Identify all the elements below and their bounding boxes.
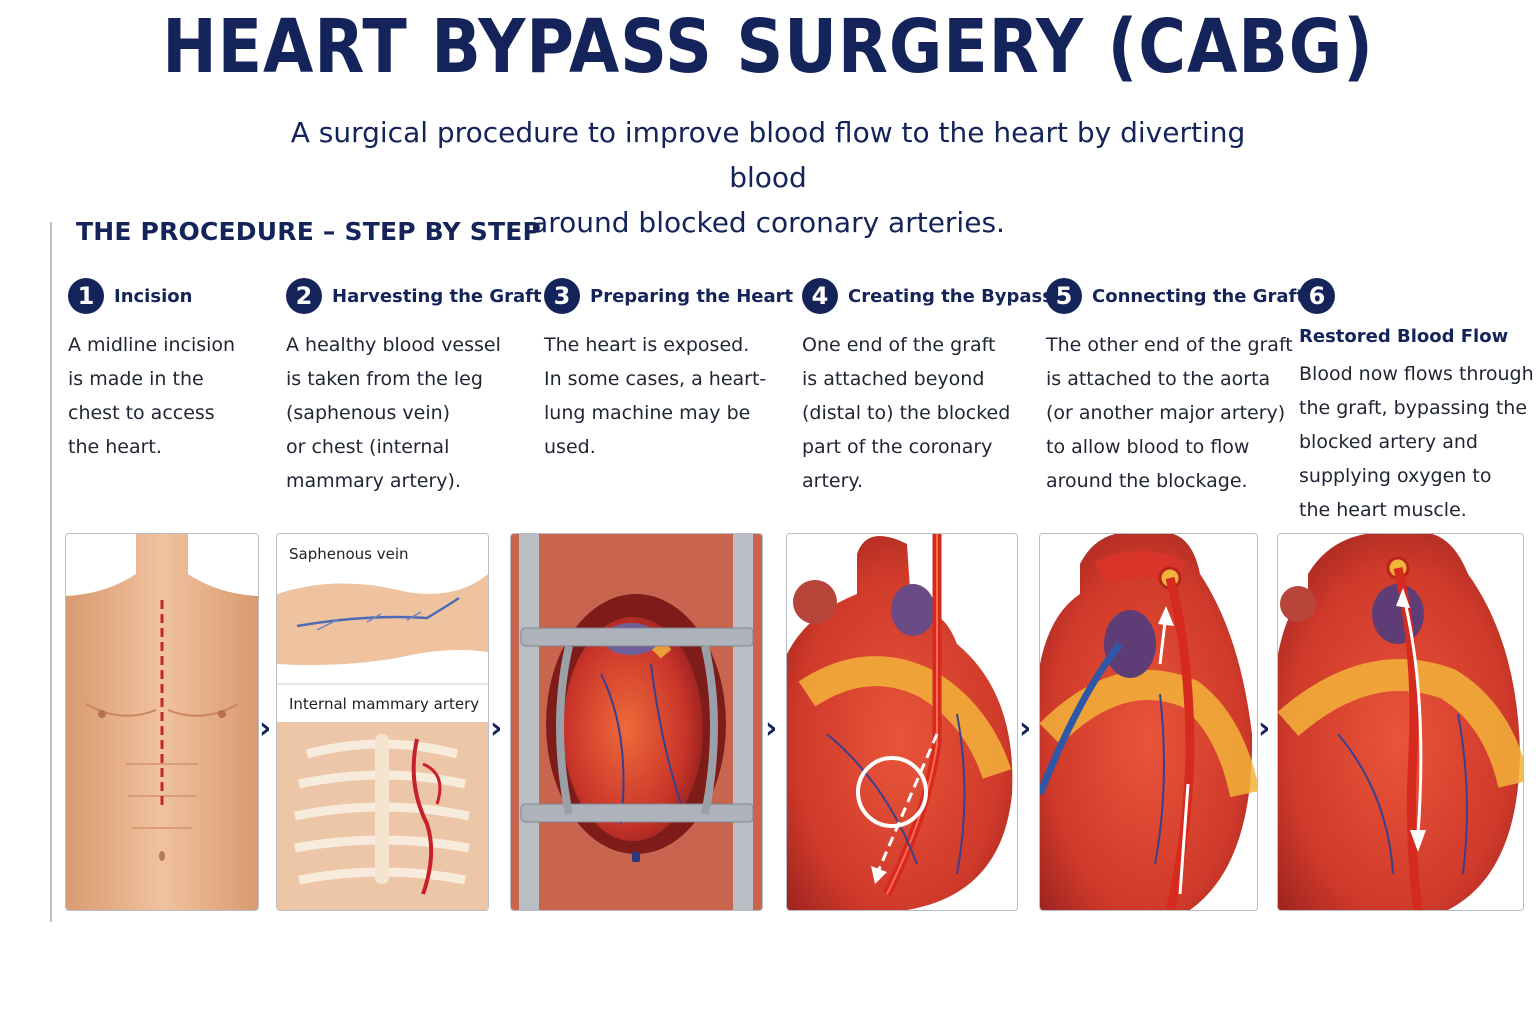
chevron-right-icon: › [765, 711, 778, 746]
saphenous-vein-label: Saphenous vein [289, 545, 409, 563]
step-6-line: Blood now flows through [1299, 363, 1534, 385]
step-1-line: A midline incision [68, 334, 236, 356]
step-2-header: 2 Harvesting the Graft [286, 278, 542, 314]
step-4-number-badge: 4 [802, 278, 838, 314]
step-4-header: 4 Creating the Bypass [802, 278, 1053, 314]
step-2-title: Harvesting the Graft [332, 285, 542, 307]
step-2-description: A healthy blood vessel is taken from the… [286, 328, 542, 498]
step-4-line: artery. [802, 470, 863, 492]
step-5: 5 Connecting the Graft The other end of … [1046, 278, 1305, 498]
step-1-line: the heart. [68, 436, 162, 458]
step-4-line: One end of the graft [802, 334, 996, 356]
step-5-line: is attached to the aorta [1046, 368, 1271, 390]
step-3-header: 3 Preparing the Heart [544, 278, 793, 314]
step-1-header: 1 Incision [68, 278, 235, 314]
step-3-line: The heart is exposed. [544, 334, 750, 356]
step-2-line: A healthy blood vessel [286, 334, 501, 356]
internal-mammary-artery-label: Internal mammary artery [289, 695, 480, 713]
step-1-line: chest to access [68, 402, 215, 424]
step-4-line: part of the coronary [802, 436, 993, 458]
chevron-right-icon: › [1258, 711, 1271, 746]
chevron-right-icon: › [259, 711, 272, 746]
step-6-line: the heart muscle. [1299, 499, 1467, 521]
step-6-line: the graft, bypassing the [1299, 397, 1528, 419]
step-1-number-badge: 1 [68, 278, 104, 314]
step-2-line: is taken from the leg [286, 368, 483, 390]
graft-harvest-illustration: Saphenous vein Internal mammary artery [276, 533, 489, 911]
step-2-line: or chest (internal [286, 436, 450, 458]
step-6-line: supplying oxygen to [1299, 465, 1492, 487]
step-4-line: is attached beyond [802, 368, 985, 390]
step-1-description: A midline incision is made in the chest … [68, 328, 235, 464]
step-3-line: used. [544, 436, 596, 458]
chevron-right-icon: › [1019, 711, 1032, 746]
step-6: 6 Restored Blood Flow Blood now flows th… [1299, 278, 1534, 527]
step-3-description: The heart is exposed. In some cases, a h… [544, 328, 793, 464]
chevron-right-icon: › [490, 711, 503, 746]
exposed-heart-illustration [510, 533, 763, 911]
step-4-description: One end of the graft is attached beyond … [802, 328, 1053, 498]
step-2-number-badge: 2 [286, 278, 322, 314]
step-3-line: In some cases, a heart- [544, 368, 767, 390]
step-5-line: The other end of the graft [1046, 334, 1293, 356]
step-5-line: around the blockage. [1046, 470, 1248, 492]
step-6-description: Blood now flows through the graft, bypas… [1299, 357, 1534, 527]
step-2-line: mammary artery). [286, 470, 462, 492]
step-6-header: 6 Restored Blood Flow [1299, 278, 1534, 347]
step-1: 1 Incision A midline incision is made in… [68, 278, 235, 464]
restored-flow-illustration [1277, 533, 1524, 911]
step-4-line: (distal to) the blocked [802, 402, 1011, 424]
step-4-title: Creating the Bypass [848, 285, 1053, 307]
step-6-number-badge: 6 [1299, 278, 1335, 314]
step-5-line: (or another major artery) [1046, 402, 1286, 424]
step-6-line: blocked artery and [1299, 431, 1478, 453]
page-subtitle: A surgical procedure to improve blood fl… [268, 110, 1268, 245]
step-3: 3 Preparing the Heart The heart is expos… [544, 278, 793, 464]
step-1-title: Incision [114, 285, 193, 307]
section-divider [50, 222, 52, 922]
incision-illustration [65, 533, 259, 911]
step-4: 4 Creating the Bypass One end of the gra… [802, 278, 1053, 498]
subtitle-line-2: around blocked coronary arteries. [531, 206, 1005, 239]
step-5-description: The other end of the graft is attached t… [1046, 328, 1305, 498]
step-2-line: (saphenous vein) [286, 402, 451, 424]
page-title: HEART BYPASS SURGERY (CABG) [162, 4, 1374, 90]
step-5-title: Connecting the Graft [1092, 285, 1305, 307]
step-3-line: lung machine may be [544, 402, 751, 424]
step-6-title: Restored Blood Flow [1299, 326, 1509, 347]
step-3-title: Preparing the Heart [590, 285, 794, 307]
step-5-header: 5 Connecting the Graft [1046, 278, 1305, 314]
step-2: 2 Harvesting the Graft A healthy blood v… [286, 278, 542, 498]
graft-connection-illustration [1039, 533, 1258, 911]
step-5-number-badge: 5 [1046, 278, 1082, 314]
step-5-line: to allow blood to flow [1046, 436, 1250, 458]
bypass-creation-illustration [786, 533, 1018, 911]
section-heading: THE PROCEDURE – STEP BY STEP [76, 217, 542, 246]
step-3-number-badge: 3 [544, 278, 580, 314]
step-1-line: is made in the [68, 368, 204, 390]
subtitle-line-1: A surgical procedure to improve blood fl… [290, 116, 1246, 194]
